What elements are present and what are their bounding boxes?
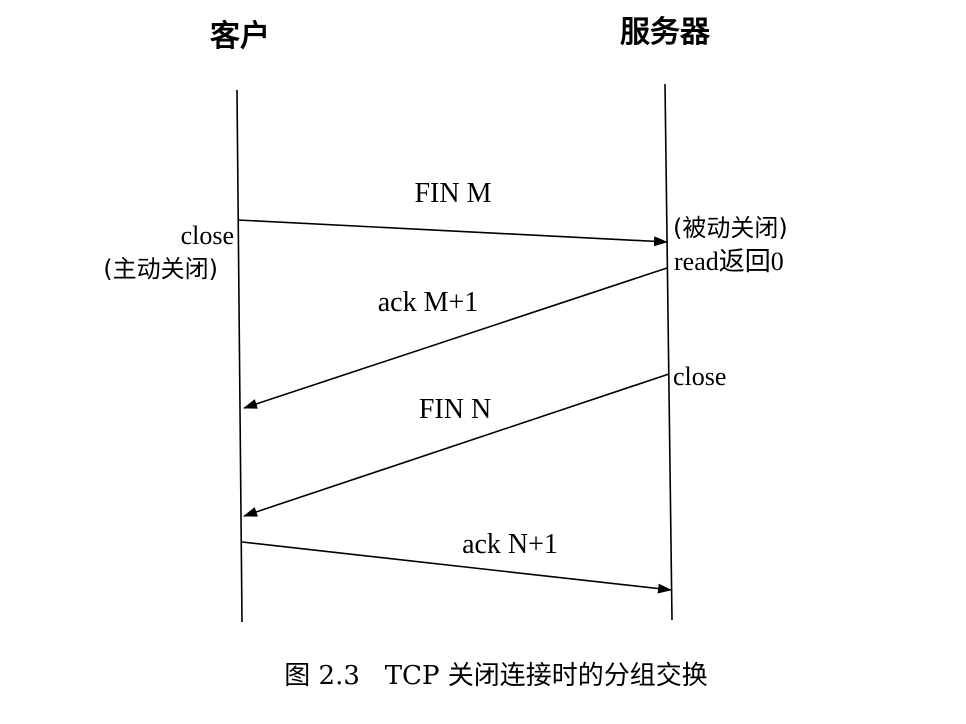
- server-passive-close-note: (被动关闭): [673, 214, 788, 242]
- ack-m-arrow: [243, 267, 668, 409]
- fin-n-label: FIN N: [419, 394, 491, 425]
- server-close-note: close: [673, 362, 726, 391]
- fin-n-arrow: [243, 373, 670, 517]
- client-close-note: close: [181, 221, 234, 250]
- client-lifeline: [236, 89, 243, 623]
- fin-m-label: FIN M: [414, 178, 491, 209]
- ack-m-label: ack M+1: [378, 287, 479, 318]
- client-header: 客户: [210, 19, 270, 54]
- server-lifeline: [664, 83, 673, 621]
- ack-n-arrow: [241, 541, 672, 594]
- client-active-close-note: (主动关闭): [103, 255, 218, 283]
- figure-caption: 图 2.3 TCP 关闭连接时的分组交换: [284, 661, 707, 691]
- ack-n-label: ack N+1: [462, 529, 558, 560]
- server-read-returns-note: read返回0: [674, 247, 784, 276]
- fin-m-arrow: [237, 219, 668, 247]
- server-header: 服务器: [620, 15, 711, 50]
